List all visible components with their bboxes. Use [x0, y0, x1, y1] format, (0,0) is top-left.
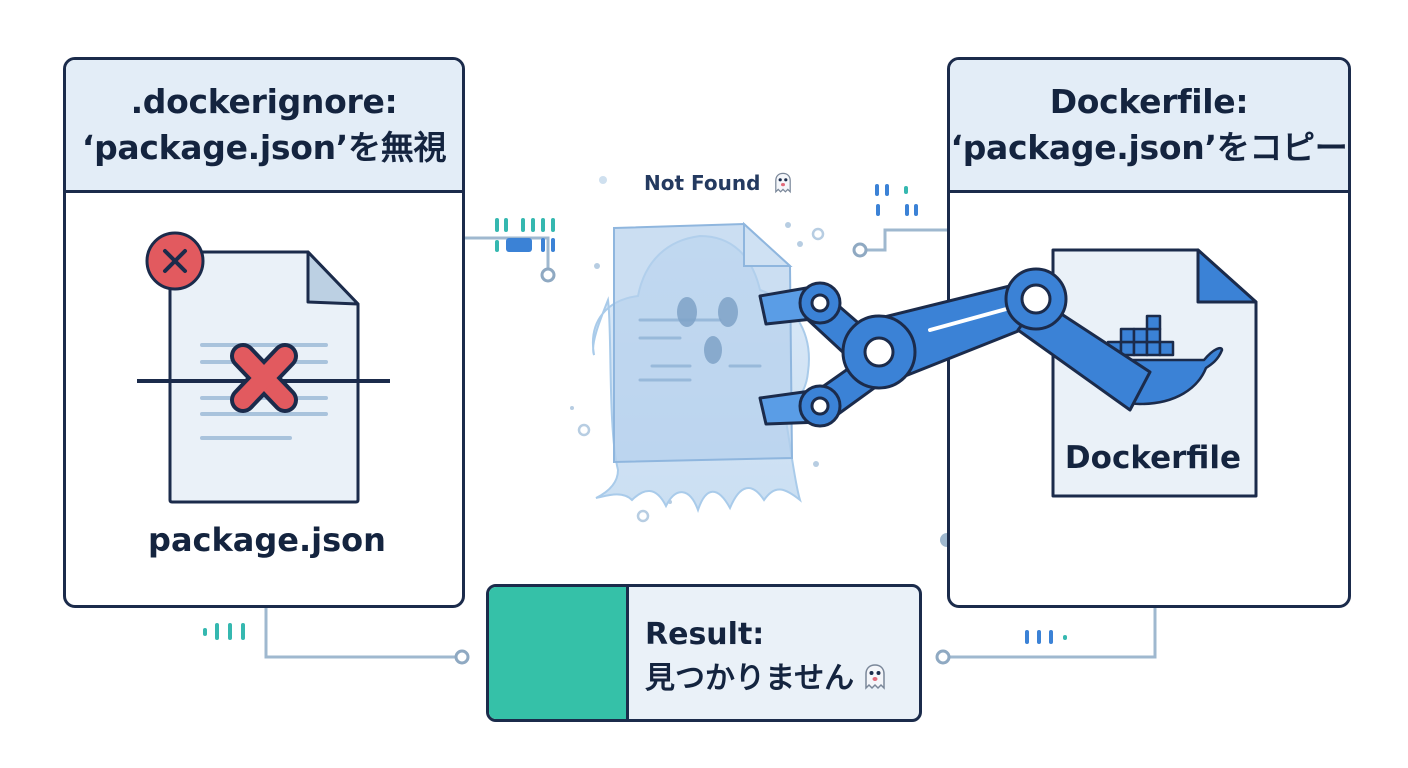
dockerfile-title-line2: ‘package.json’をコピー	[950, 128, 1348, 167]
result-message: 見つかりません	[645, 661, 855, 696]
dockerfile-title-line1: Dockerfile:	[1049, 82, 1249, 121]
dockerfile-panel-header: Dockerfile: ‘package.json’をコピー	[950, 60, 1348, 193]
ghost-emoji-icon	[775, 172, 792, 194]
dockerfile-label: Dockerfile	[1064, 440, 1242, 476]
ghost-emoji-icon	[865, 664, 885, 690]
particles	[570, 176, 825, 523]
result-icon-area	[489, 587, 629, 719]
dockerfile-panel: Dockerfile: ‘package.json’をコピー	[947, 57, 1351, 608]
result-heading: Result:	[645, 617, 765, 652]
result-box: Result: 見つかりません	[486, 584, 922, 722]
not-found-text: Not Found	[644, 171, 761, 195]
package-json-label: package.json	[148, 521, 386, 559]
connector-dots	[454, 242, 951, 665]
dockerignore-panel-header: .dockerignore: ‘package.json’を無視	[66, 60, 462, 193]
ghost-file-icon	[591, 221, 810, 514]
result-text: Result: 見つかりません	[645, 613, 890, 701]
dockerignore-title-line2: ‘package.json’を無視	[81, 128, 447, 167]
not-found-label: Not Found	[644, 171, 814, 195]
dockerignore-title-line1: .dockerignore:	[130, 82, 398, 121]
result-message-line: 見つかりません	[645, 657, 890, 701]
